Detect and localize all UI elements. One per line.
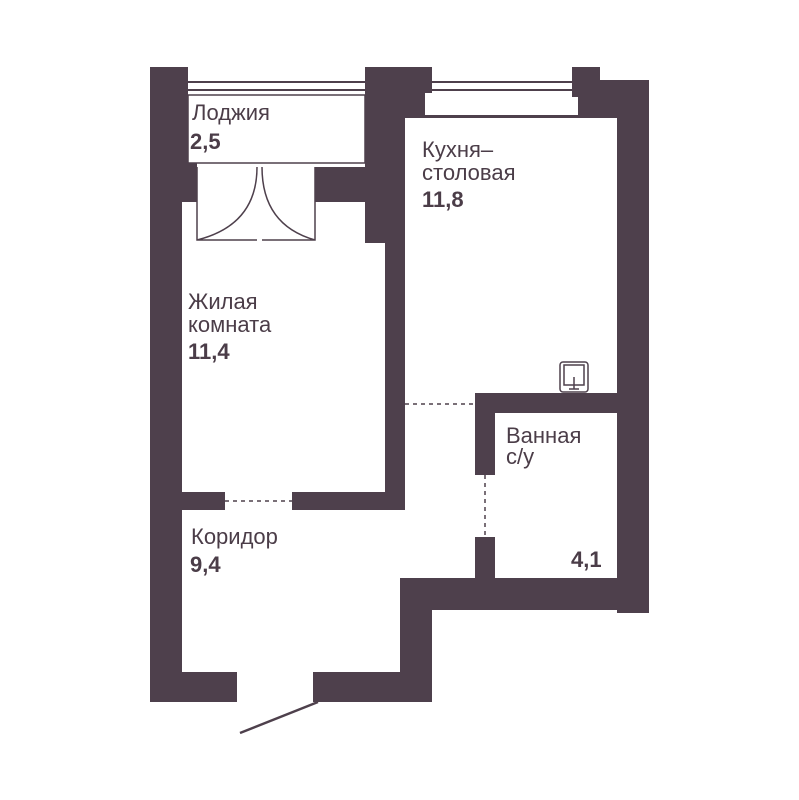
wall	[150, 67, 182, 702]
wall	[292, 492, 405, 510]
wall	[385, 67, 405, 510]
wall	[150, 672, 237, 702]
wall	[315, 167, 370, 202]
wall	[400, 578, 649, 610]
kitchen-area: 11,8	[422, 187, 464, 212]
wall	[405, 115, 617, 118]
loggia-door-left	[196, 166, 258, 241]
wall	[313, 672, 432, 702]
loggia-door-right	[261, 166, 316, 241]
wall	[617, 80, 649, 613]
entrance-door	[239, 700, 319, 735]
living-label-line2: комната	[188, 312, 272, 337]
living-area: 11,4	[188, 339, 230, 364]
loggia-area: 2,5	[190, 129, 221, 154]
bathroom-label-line1: Ванная	[506, 423, 582, 448]
wall-group	[150, 67, 649, 702]
bathroom-label-line2: с/у	[506, 444, 535, 469]
sink-icon	[559, 361, 589, 393]
kitchen-label-line2: столовая	[422, 160, 516, 185]
corridor-area: 9,4	[190, 552, 221, 577]
wall	[365, 67, 385, 243]
loggia-label: Лоджия	[192, 100, 270, 125]
wall	[475, 393, 640, 413]
living-label-line1: Жилая	[188, 289, 258, 314]
bathroom-area: 4,1	[571, 547, 602, 572]
wall	[182, 163, 197, 202]
wall	[182, 492, 225, 510]
loggia-floor-edge	[187, 94, 366, 164]
wall	[475, 537, 495, 582]
kitchen-label-line1: Кухня–	[422, 137, 494, 162]
corridor-label: Коридор	[191, 524, 278, 549]
wall	[475, 393, 495, 475]
